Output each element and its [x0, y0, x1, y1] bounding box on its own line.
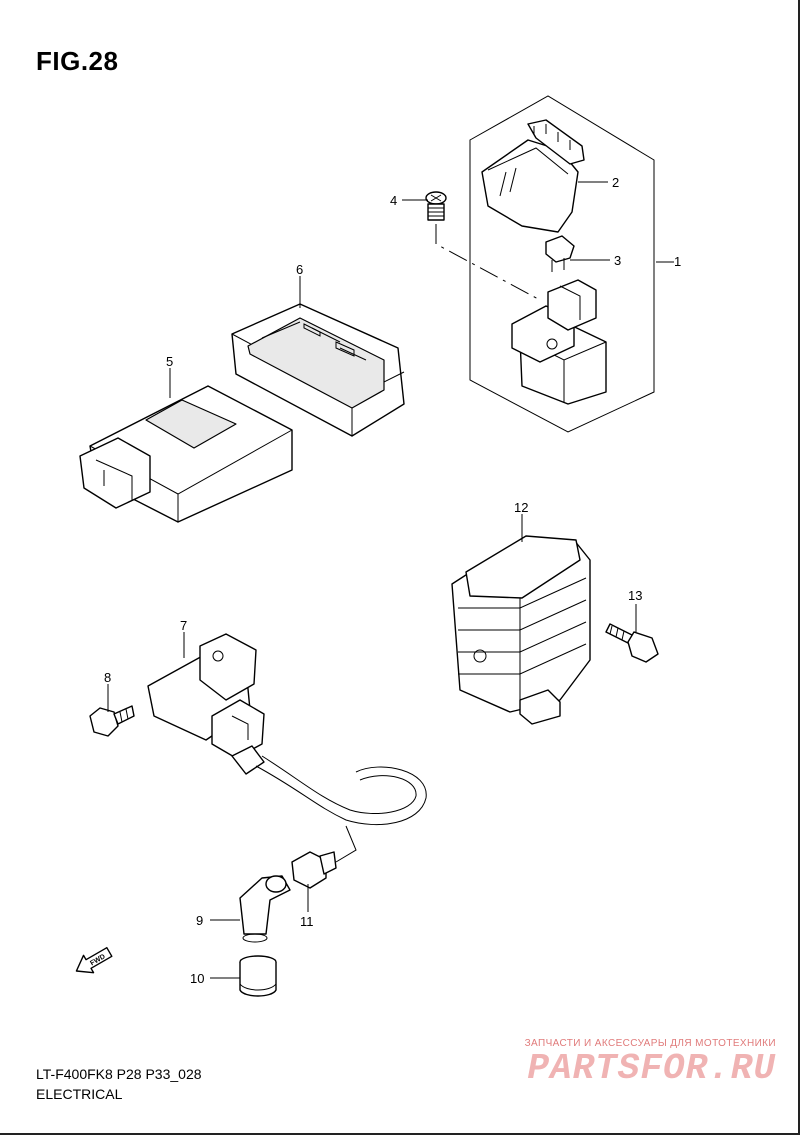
part-2-relay-cover[interactable]: [481, 119, 585, 233]
watermark: ЗАПЧАСТИ И АКСЕССУАРЫ ДЛЯ МОТОТЕХНИКИ PA…: [525, 1038, 776, 1089]
callout-7: 7: [180, 618, 187, 633]
callout-9: 9: [196, 913, 203, 928]
part-5-ecm[interactable]: [79, 385, 293, 523]
callout-6: 6: [296, 262, 303, 277]
watermark-logo: PARTSFOR.RU: [527, 1048, 776, 1089]
callout-10: 10: [190, 971, 204, 986]
part-7-ignition-coil[interactable]: [147, 633, 427, 826]
part-8-bolt[interactable]: [89, 705, 135, 737]
leader-11b: [335, 825, 357, 863]
callout-11: 11: [300, 914, 314, 929]
diagram-code: LT-F400FK8 P28 P33_028: [36, 1066, 202, 1082]
callout-12: 12: [514, 500, 528, 515]
fwd-label: FWD: [89, 953, 106, 967]
callout-5: 5: [166, 354, 173, 369]
callout-1: 1: [674, 254, 681, 269]
callout-2: 2: [612, 175, 619, 190]
part-6-ecm-holder[interactable]: [231, 303, 405, 437]
part-12-regulator-rectifier[interactable]: [451, 535, 591, 725]
part-11-seal[interactable]: [291, 851, 337, 889]
starter-relay-body[interactable]: [511, 279, 607, 405]
section-name: ELECTRICAL: [36, 1086, 123, 1102]
part-4-screw[interactable]: [425, 191, 447, 221]
part-3-fuse[interactable]: [545, 235, 575, 272]
watermark-tagline: ЗАПЧАСТИ И АКСЕССУАРЫ ДЛЯ МОТОТЕХНИКИ: [524, 1038, 776, 1049]
callout-4: 4: [390, 193, 397, 208]
part-10-cap-boot[interactable]: [239, 955, 277, 997]
fwd-arrow-icon: FWD: [75, 946, 113, 974]
callout-8: 8: [104, 670, 111, 685]
figure-title: FIG.28: [36, 46, 119, 76]
install-line-4: [435, 224, 541, 301]
callout-3: 3: [614, 253, 621, 268]
part-13-bolt[interactable]: [605, 623, 659, 663]
callout-13: 13: [628, 588, 642, 603]
part-9-plug-cap[interactable]: [239, 875, 291, 943]
assembly-1-outline: [469, 95, 655, 433]
